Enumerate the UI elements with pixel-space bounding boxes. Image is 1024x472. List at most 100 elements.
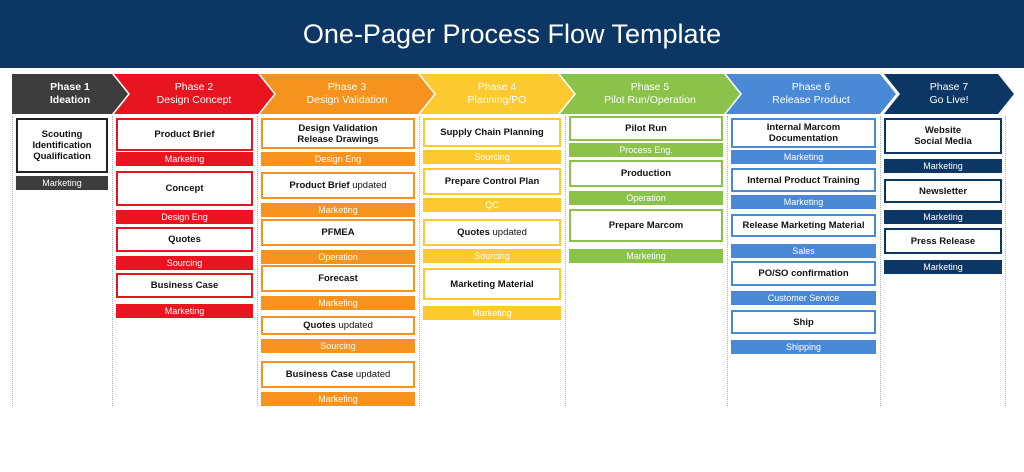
step-title: Supply Chain Planning	[440, 127, 544, 138]
department-label: Operation	[261, 250, 415, 264]
department-label: Marketing	[731, 150, 876, 164]
phase-column-6	[727, 116, 880, 406]
step-title: Design Validation	[298, 122, 378, 134]
process-step-box: Ship	[731, 310, 876, 334]
updated-note: updated	[353, 369, 391, 380]
process-step-box: Production	[569, 160, 723, 187]
department-label: QC	[423, 198, 561, 212]
updated-note: updated	[349, 180, 387, 191]
phase-number: Phase 1	[50, 81, 90, 93]
step-title: Documentation	[768, 133, 839, 144]
process-step-box: Press Release	[884, 228, 1002, 254]
step-title: Forecast	[318, 273, 358, 284]
process-step-box: Pilot Run	[569, 116, 723, 141]
department-label: Marketing	[261, 392, 415, 406]
process-step-box: Internal Product Training	[731, 168, 876, 192]
process-step-box: Business Case updated	[261, 361, 415, 388]
step-title: Prepare Marcom	[608, 220, 684, 231]
phase-column-1	[12, 116, 112, 406]
department-label: Sourcing	[116, 256, 253, 270]
step-title: Newsletter	[918, 185, 968, 197]
department-label: Marketing	[884, 159, 1002, 173]
department-label: Sourcing	[423, 249, 561, 263]
process-step-box: Prepare Marcom	[569, 209, 723, 242]
department-label: Marketing	[884, 260, 1002, 274]
step-title: Production	[620, 168, 672, 179]
process-step-box: Product Brief	[116, 118, 253, 151]
step-title: Quotes	[168, 234, 201, 245]
department-label: Process Eng.	[569, 143, 723, 157]
step-title: Internal Product Training	[747, 174, 860, 186]
department-label: Shipping	[731, 340, 876, 354]
phase-number: Phase 6	[791, 81, 831, 93]
phase-number: Phase 5	[630, 81, 670, 93]
process-step-box: Forecast	[261, 265, 415, 292]
step-title: Prepare Control Plan	[444, 176, 540, 187]
step-title: Press Release	[910, 235, 976, 247]
department-label: Marketing	[116, 152, 253, 166]
step-title: Ship	[793, 316, 814, 328]
department-label: Design Eng	[261, 152, 415, 166]
process-step-box: Marketing Material	[423, 268, 561, 300]
department-label: Marketing	[423, 306, 561, 320]
process-step-box: Quotes updated	[423, 219, 561, 246]
phase-column-2	[112, 116, 257, 406]
process-step-box: Quotes	[116, 227, 253, 252]
process-step-box: Product Brief updated	[261, 172, 415, 199]
phase-column-3	[257, 116, 419, 406]
department-label: Marketing	[16, 176, 108, 190]
step-title: Business Case updated	[285, 369, 391, 380]
phase-number: Phase 7	[929, 81, 969, 93]
step-title: Business Case	[150, 280, 219, 291]
step-title: Quotes updated	[457, 227, 527, 238]
step-title: Marketing Material	[450, 278, 534, 290]
phase-column-7	[880, 116, 1006, 406]
department-label: Marketing	[731, 195, 876, 209]
step-title: Quotes updated	[303, 320, 373, 331]
phase-column-4	[419, 116, 565, 406]
department-label: Marketing	[569, 249, 723, 263]
step-title: Scouting	[41, 129, 83, 140]
department-label: Marketing	[116, 304, 253, 318]
page-title: One-Pager Process Flow Template	[0, 0, 1024, 68]
phase-column-5	[565, 116, 727, 406]
department-label: Design Eng	[116, 210, 253, 224]
process-step-box: Quotes updated	[261, 316, 415, 335]
department-label: Marketing	[261, 203, 415, 217]
step-title: Social Media	[914, 136, 972, 147]
phase-name: Design Concept	[156, 94, 232, 106]
phase-name: Design Validation	[306, 94, 388, 106]
phase-name: Go Live!	[929, 94, 969, 106]
phase-name: Pilot Run/Operation	[604, 94, 696, 106]
department-label: Operation	[569, 191, 723, 205]
step-title: Pilot Run	[625, 123, 667, 134]
step-title: Product Brief updated	[289, 180, 387, 191]
step-title: PO/SO confirmation	[758, 268, 849, 279]
phase-number: Phase 2	[174, 81, 214, 93]
department-label: Marketing	[884, 210, 1002, 224]
phase-name: Planning/PO	[467, 94, 527, 106]
updated-note: updated	[489, 227, 527, 238]
step-title: Internal Marcom	[766, 122, 841, 133]
process-step-box: Concept	[116, 171, 253, 206]
step-title: Product Brief	[154, 129, 215, 140]
department-label: Sales	[731, 244, 876, 258]
step-title: PFMEA	[321, 227, 355, 238]
phase-name: Ideation	[49, 94, 91, 106]
phase-name: Release Product	[772, 94, 850, 106]
phase-number: Phase 3	[327, 81, 367, 93]
department-label: Sourcing	[261, 339, 415, 353]
step-title: Qualification	[33, 151, 91, 162]
step-title: Identification	[32, 140, 92, 151]
process-step-box: Business Case	[116, 273, 253, 298]
step-title: Release Marketing Material	[742, 220, 865, 231]
process-step-box: Supply Chain Planning	[423, 118, 561, 147]
